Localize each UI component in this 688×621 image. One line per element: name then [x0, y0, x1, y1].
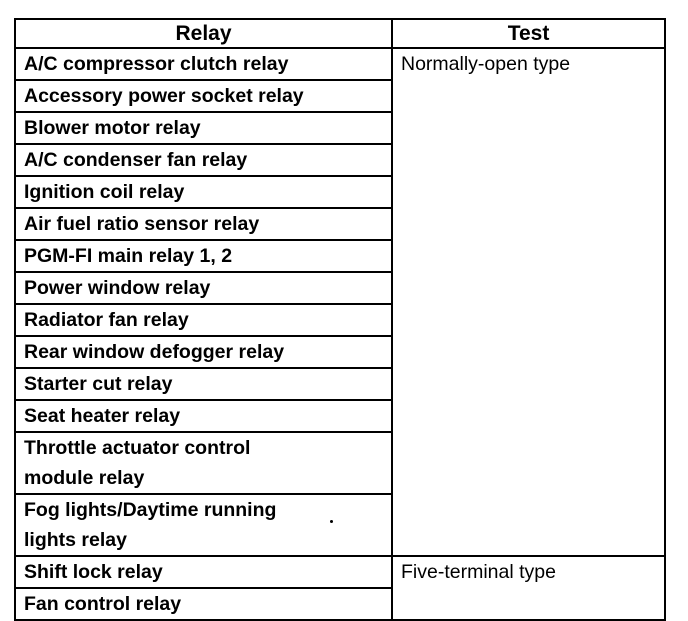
relay-name-cell: PGM-FI main relay 1, 2 [14, 239, 393, 273]
column-header-relay: Relay [14, 18, 393, 49]
table-row: A/C condenser fan relay [14, 143, 665, 177]
relay-name-cell: Fog lights/Daytime running lights relay [14, 493, 393, 557]
table-row: Radiator fan relay [14, 303, 665, 337]
test-type-label: Normally-open type [401, 53, 571, 75]
table-row: Power window relay [14, 271, 665, 305]
table-row: Rear window defogger relay [14, 335, 665, 369]
table-row: Air fuel ratio sensor relay [14, 207, 665, 241]
relay-name-line-2: lights relay [24, 529, 127, 551]
column-header-test: Test [391, 18, 666, 49]
table-row: PGM-FI main relay 1, 2 [14, 239, 665, 273]
relay-name-cell: Seat heater relay [14, 399, 393, 433]
relay-name-cell: Rear window defogger relay [14, 335, 393, 369]
relay-name-cell: Air fuel ratio sensor relay [14, 207, 393, 241]
test-type-label: Five-terminal type [401, 561, 556, 583]
relay-name-cell: Radiator fan relay [14, 303, 393, 337]
relay-name-cell: Fan control relay [14, 587, 393, 621]
table-header-row: Relay Test [14, 18, 666, 49]
table-header: Relay Test [14, 18, 666, 49]
relay-name-cell: Ignition coil relay [14, 175, 393, 209]
relay-name-cell: Blower motor relay [14, 111, 393, 145]
table-row: Blower motor relay [14, 111, 665, 145]
table-row: A/C compressor clutch relay Normally-ope… [14, 47, 666, 557]
table-body: A/C compressor clutch relay Normally-ope… [14, 47, 666, 621]
table-row: Seat heater relay [14, 399, 665, 433]
relay-name-line-2: module relay [24, 467, 145, 489]
table-row: Starter cut relay [14, 367, 665, 401]
relay-name-cell: Shift lock relay [14, 555, 393, 589]
table-row: Shift lock relay Five-terminal type [14, 555, 666, 621]
relay-name-line-1: Throttle actuator control [24, 437, 251, 459]
relay-name-cell: A/C condenser fan relay [14, 143, 393, 177]
relay-name-cell: Power window relay [14, 271, 393, 305]
table-row: Fog lights/Daytime running lights relay [14, 493, 665, 557]
relay-name-cell: Throttle actuator control module relay [14, 431, 393, 495]
relay-name-line-1: Fog lights/Daytime running [24, 499, 277, 521]
test-type-cell-normally-open: Normally-open type [391, 47, 666, 557]
table-row: Throttle actuator control module relay [14, 431, 665, 495]
table-row: Accessory power socket relay [14, 79, 665, 113]
scan-artifact-dot [330, 520, 333, 523]
relay-name-cell: Accessory power socket relay [14, 79, 393, 113]
table-row: Ignition coil relay [14, 175, 665, 209]
relay-name-cell: A/C compressor clutch relay [14, 47, 393, 81]
relay-name-cell: Starter cut relay [14, 367, 393, 401]
test-type-cell-five-terminal: Five-terminal type [391, 555, 666, 621]
relay-test-table: Relay Test A/C compressor clutch relay N… [14, 18, 666, 621]
